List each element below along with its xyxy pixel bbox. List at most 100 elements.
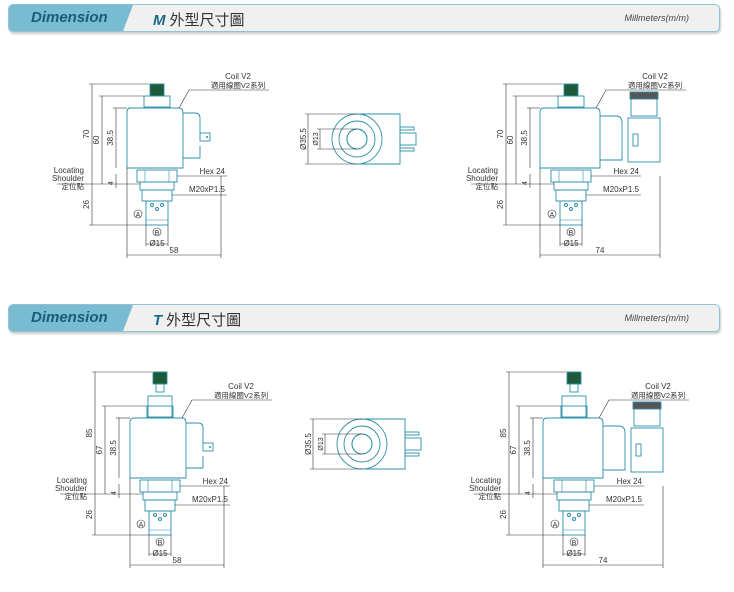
dimension-line xyxy=(178,89,190,109)
shoulder-offset-label: 4 xyxy=(111,491,118,495)
hex-label: Hex 24 xyxy=(614,167,640,176)
thread xyxy=(558,499,590,512)
manual-override-knob xyxy=(152,371,168,385)
unit-label: Millmeters(m/m) xyxy=(624,313,690,323)
port-hole xyxy=(577,513,581,517)
outer-dia-label: Ø35.5 xyxy=(299,128,308,150)
locating-shoulder xyxy=(139,181,175,191)
connector-window xyxy=(632,133,639,147)
cartridge-length-label: 26 xyxy=(499,510,508,519)
cartridge xyxy=(148,510,172,536)
overall-height-label: 70 xyxy=(496,129,505,138)
coil-height-label: 38.5 xyxy=(106,130,115,146)
cartridge xyxy=(559,200,583,226)
port-hole xyxy=(564,203,568,207)
dimension-tab: Dimension xyxy=(9,305,133,331)
shoulder-zh-label: 定位點 xyxy=(65,491,88,501)
coil-top-height-label: 60 xyxy=(92,135,101,144)
coil-housing xyxy=(186,422,204,469)
port-a-label: A xyxy=(139,522,144,529)
shoulder-label: Shoulder xyxy=(469,484,501,493)
port-a-marker xyxy=(550,519,560,529)
top-view: Ø35.5 Ø13 xyxy=(299,113,417,165)
locating-shoulder xyxy=(556,491,592,501)
model-letter: T xyxy=(153,312,163,329)
coil-note-label: 適用線圈V2系列 xyxy=(211,80,265,90)
coil-note-label: 適用線圈V2系列 xyxy=(628,80,682,90)
cartridge-length-label: 26 xyxy=(82,200,91,209)
overall-height-label: 85 xyxy=(499,428,508,437)
cable-gland xyxy=(630,97,658,117)
port-b-label: B xyxy=(569,230,574,237)
overall-height-label: 85 xyxy=(85,428,94,437)
terminal-pin xyxy=(399,126,415,131)
terminal-blade xyxy=(399,132,417,146)
tab-label: Dimension xyxy=(31,309,108,326)
connector-neck xyxy=(603,425,626,471)
nut xyxy=(143,95,171,108)
port-a-marker xyxy=(136,519,146,529)
hex-label: Hex 24 xyxy=(203,477,229,486)
port-b-marker xyxy=(569,537,579,547)
manual-override-knob xyxy=(563,83,579,97)
thread xyxy=(555,189,587,202)
gland-cap xyxy=(629,91,659,100)
shoulder-offset-label: 4 xyxy=(522,181,529,185)
cartridge-length-label: 26 xyxy=(496,200,505,209)
port-b-marker xyxy=(155,537,165,547)
overall-height-label: 70 xyxy=(82,129,91,138)
coil-note-label: 適用線圈V2系列 xyxy=(631,390,685,400)
locating-shoulder xyxy=(553,181,589,191)
hex-nut xyxy=(139,479,181,493)
terminal xyxy=(199,132,211,142)
stem xyxy=(569,383,579,393)
coil-name-label: Coil V2 xyxy=(228,382,254,391)
port-b-label: B xyxy=(572,540,577,547)
port-hole xyxy=(150,203,154,207)
coil-body xyxy=(129,417,187,479)
coil-height-label: 38.5 xyxy=(109,440,118,456)
coil-note-label: 適用線圈V2系列 xyxy=(214,390,268,400)
dimension-line xyxy=(181,399,193,419)
dimension-tab: Dimension xyxy=(9,5,133,31)
port-b-marker xyxy=(566,227,576,237)
thread xyxy=(141,189,173,202)
locating-label: Locating xyxy=(468,166,498,175)
terminal-hole xyxy=(209,446,211,448)
bottom-dia-label: Ø15 xyxy=(152,549,168,558)
coil-body xyxy=(542,417,604,479)
shoulder-zh-label: 定位點 xyxy=(62,181,85,191)
port-hole xyxy=(158,517,162,521)
inner-dia-label: Ø13 xyxy=(313,132,320,145)
thread-label: M20xP1.5 xyxy=(192,495,229,504)
locating-label: Locating xyxy=(54,166,84,175)
terminal xyxy=(202,442,214,452)
coil-top-height-label: 67 xyxy=(95,445,104,454)
overall-width-label: 58 xyxy=(173,556,182,565)
hex-nut xyxy=(136,169,178,183)
overall-width-label: 58 xyxy=(170,246,179,255)
bottom-dia-label: Ø15 xyxy=(149,239,165,248)
hex-label: Hex 24 xyxy=(617,477,643,486)
din-connector xyxy=(630,427,664,473)
terminal-blade xyxy=(404,437,422,451)
thread-label: M20xP1.5 xyxy=(603,185,640,194)
shoulder-zh-label: 定位點 xyxy=(479,491,502,501)
dimension-line xyxy=(595,89,607,109)
port-hole xyxy=(160,203,164,207)
cartridge xyxy=(562,510,586,536)
thread-label: M20xP1.5 xyxy=(189,185,226,194)
port-hole xyxy=(163,513,167,517)
terminal-pin xyxy=(404,431,420,436)
overall-width-label: 74 xyxy=(596,246,605,255)
cable-gland xyxy=(633,407,661,427)
port-a-label: A xyxy=(553,522,558,529)
port-hole xyxy=(574,203,578,207)
outer-dia-label: Ø35.5 xyxy=(304,433,313,455)
thread xyxy=(144,499,176,512)
